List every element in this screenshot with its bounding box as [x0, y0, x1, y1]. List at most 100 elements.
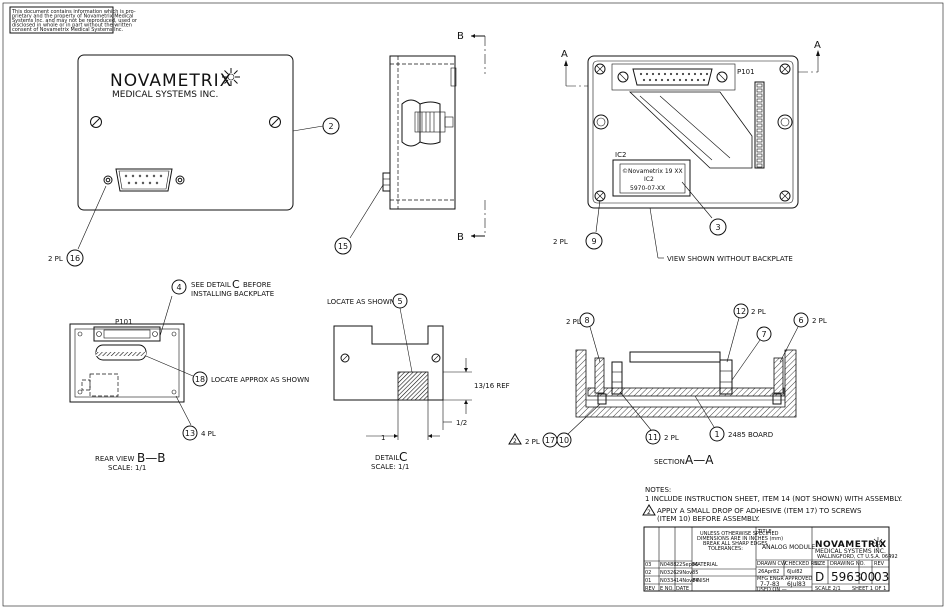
- revision-number: 03: [874, 570, 889, 584]
- callout-number: 18: [195, 375, 205, 384]
- eco-cell: N0488: [660, 562, 676, 568]
- note-flag-icon: 2: [508, 433, 522, 445]
- front-panel: [77, 54, 294, 211]
- header-pin: [756, 103, 763, 108]
- header-pin: [756, 93, 763, 98]
- quantity-note: 2 PL: [525, 438, 540, 446]
- note-2-continued: (ITEM 10) BEFORE ASSEMBLY.: [657, 515, 760, 523]
- quantity-note: 2 PL: [812, 317, 827, 325]
- logo-wordmark: NOVAMETRIX: [110, 71, 232, 91]
- material-label: MATERIAL: [693, 562, 718, 568]
- note-1: 1 INCLUDE INSTRUCTION SHEET, ITEM 14 (NO…: [645, 495, 902, 503]
- callout-balloon: [322, 117, 340, 135]
- corner-screw-icon: [779, 63, 791, 75]
- view-scale: SCALE: 1/1: [108, 464, 146, 472]
- notice-line-5: consent of Novametrix Medical Systems In…: [12, 27, 123, 33]
- used-on: USED ON —: [757, 587, 787, 593]
- callout-number: 8: [584, 316, 589, 325]
- drawn-date: 26Apr82: [758, 569, 779, 575]
- header-pin: [756, 118, 763, 123]
- header-pin: [756, 128, 763, 133]
- rev-cell: 01: [645, 578, 651, 584]
- label-location: [397, 371, 429, 401]
- drawing-scale: SCALE 2/1: [815, 586, 841, 592]
- callout-number: 11: [648, 433, 658, 442]
- notice-line-2: prietary and the property of Novametrix …: [12, 14, 133, 20]
- logo-star-icon: [872, 537, 884, 549]
- chip-line: IC2: [644, 176, 654, 183]
- rev-cell: 02: [645, 570, 651, 576]
- callout-number: 13: [185, 429, 195, 438]
- header-pin: [756, 133, 763, 138]
- section-marker-a: A: [561, 49, 568, 60]
- date-cell: 14Nov84: [676, 578, 698, 584]
- note-letter: C: [232, 278, 240, 291]
- notes-heading: NOTES:: [645, 486, 671, 494]
- tolerance-note: BREAK ALL SHARP EDGES: [703, 541, 768, 547]
- chip-line: ©Novametrix 19 XX: [622, 168, 683, 175]
- tolerance-note: TOLERANCES:: [707, 546, 743, 552]
- callout-number: 4: [176, 283, 181, 292]
- front-view: NOVAMETRIX MEDICAL SYSTEMS INC. 2 2 PL: [48, 54, 340, 267]
- mfg-date: 7-7-83: [760, 581, 780, 588]
- drawing-title: ANALOG MODULE: [762, 544, 815, 551]
- date-cell: 29Nov85: [676, 570, 698, 576]
- header-pin: [756, 153, 763, 158]
- corner-screw-icon: [594, 63, 606, 75]
- callout-number: 2: [328, 122, 333, 131]
- company-subtitle: MEDICAL SYSTEMS INC.: [815, 548, 886, 555]
- header-pin: [756, 98, 763, 103]
- callout-number: 7: [761, 330, 766, 339]
- quantity-note: 2 PL: [553, 238, 568, 246]
- chip-reference: IC2: [615, 151, 626, 159]
- callout-number: 6: [798, 316, 803, 325]
- view-title: SECTION: [654, 458, 685, 466]
- rear-view: P101 4 SEE DETAIL C BEFORE INSTALLING BA…: [69, 278, 309, 472]
- tolerance-note: DIMENSIONS ARE IN INCHES (mm): [697, 536, 783, 542]
- header-pin: [756, 143, 763, 148]
- header-pin: [756, 123, 763, 128]
- view-title-letters: A—A: [685, 453, 714, 467]
- view-title: DETAIL: [375, 454, 399, 462]
- logo-subtitle: MEDICAL SYSTEMS INC.: [112, 90, 218, 100]
- connector-label: P101: [737, 68, 755, 76]
- note-text: INSTALLING BACKPLATE: [191, 290, 274, 298]
- view-title-letters: C: [399, 450, 407, 464]
- company-name: NOVAMETRIX: [815, 540, 887, 550]
- rev-cell: 03: [645, 562, 651, 568]
- callout-number: 16: [70, 254, 80, 263]
- drawing-no-label: DRAWING NO.: [830, 561, 865, 567]
- ribbon-cable: [628, 91, 753, 169]
- dimension-label: 1/2: [456, 419, 467, 427]
- part-number: 00: [860, 570, 875, 584]
- callout-number: 1: [714, 430, 719, 439]
- drawing-number: 5963: [831, 570, 862, 584]
- svg-text:2: 2: [647, 509, 651, 516]
- quantity-note: 4 PL: [201, 430, 216, 438]
- db25-connector: [611, 63, 736, 91]
- svg-text:2: 2: [513, 438, 517, 445]
- size-label: SIZE: [814, 561, 825, 567]
- view-scale: SCALE: 1/1: [371, 463, 409, 471]
- screw-detail: [401, 99, 454, 147]
- side-view: 15 B B: [334, 31, 486, 255]
- detail-c: LOCATE AS SHOWN 5 13/16 REF 1 1/2 DETAIL…: [327, 293, 510, 471]
- checked-by: CHECKED REL: [785, 561, 820, 567]
- eco-cell: N0334: [660, 578, 676, 584]
- drawn-by: DRAWN CW: [757, 561, 786, 567]
- corner-screw-icon: [779, 190, 791, 202]
- note-flag-icon: 2: [642, 504, 656, 516]
- quantity-note: 2 PL: [751, 308, 766, 316]
- ic2-chip: ©Novametrix 19 XX IC2 5970-07-XX: [612, 159, 691, 197]
- corner-screw-icon: [594, 190, 606, 202]
- eco-header: E NO.: [660, 586, 674, 592]
- callout-number: 9: [591, 237, 596, 246]
- note-2: APPLY A SMALL DROP OF ADHESIVE (ITEM 17)…: [657, 507, 862, 515]
- header-pin: [756, 138, 763, 143]
- header-pin: [756, 113, 763, 118]
- note-text: LOCATE AS SHOWN: [327, 298, 395, 306]
- callout-number: 12: [736, 307, 746, 316]
- rear-panel: [69, 323, 185, 403]
